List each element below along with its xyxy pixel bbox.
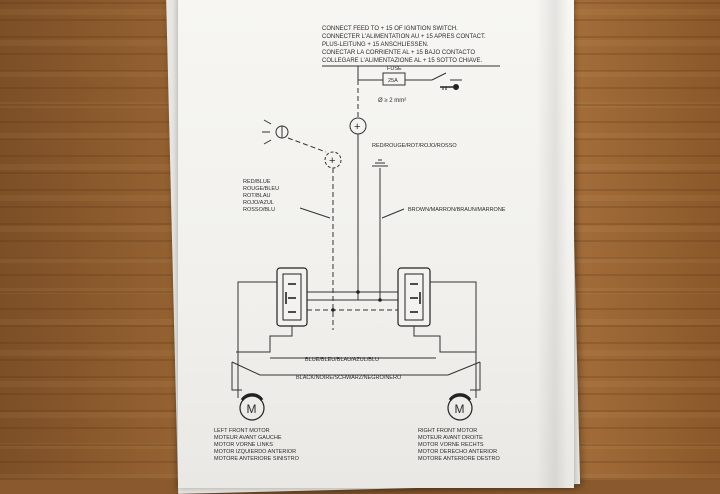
feed-circuit: FUSE 25A Ø ≥ 2 mm² bbox=[357, 66, 462, 118]
black-wire-left-link bbox=[231, 361, 261, 376]
right-motor-label-line: MOTEUR AVANT DROITE bbox=[418, 435, 483, 441]
wiring-diagram: CONNECT FEED TO + 15 OF IGNITION SWITCH.… bbox=[214, 26, 506, 462]
plus-terminal-symbol: + bbox=[354, 121, 360, 133]
right-motor-label-line: MOTORE ANTERIORE DESTRO bbox=[418, 456, 501, 462]
red-blue-label-line: ROJO/AZUL bbox=[243, 200, 274, 206]
instruction-sheet bbox=[178, 0, 574, 488]
right-motor-label-line: MOTOR DERECHO ANTERIOR bbox=[418, 449, 497, 455]
left-outer-wire bbox=[237, 281, 277, 398]
instruction-en: CONNECT FEED TO + 15 OF IGNITION SWITCH. bbox=[322, 26, 458, 32]
right-motor-icon: M bbox=[447, 393, 473, 421]
left-motor-label-line: LEFT FRONT MOTOR bbox=[214, 428, 270, 434]
red-blue-leader bbox=[299, 207, 331, 219]
paper-fold-shadow bbox=[536, 0, 568, 488]
ground-icon bbox=[372, 159, 388, 167]
instruction-text-block: CONNECT FEED TO + 15 OF IGNITION SWITCH.… bbox=[322, 26, 486, 64]
brown-wire-label: BROWN/MARRON/BRAUN/MARRONE bbox=[408, 207, 506, 213]
red-blue-label-line: ROUGE/BLEU bbox=[243, 186, 279, 192]
red-blue-label-line: RED/BLUE bbox=[243, 179, 271, 185]
left-motor-symbol: M bbox=[247, 402, 257, 416]
red-blue-wire-label: RED/BLUE ROUGE/BLEU ROT/BLAU ROJO/AZUL R… bbox=[243, 179, 279, 213]
junction-dot bbox=[378, 298, 382, 302]
ignition-key-icon bbox=[440, 84, 459, 90]
junction-dot bbox=[331, 308, 335, 312]
switch-contact bbox=[431, 72, 447, 81]
red-blue-label-line: ROT/BLAU bbox=[243, 193, 271, 199]
left-motor-label-line: MOTORE ANTERIORE SINISTRO bbox=[214, 456, 300, 462]
left-motor-label-line: MOTOR IZQUIERDO ANTERIOR bbox=[214, 449, 296, 455]
right-motor-label-line: RIGHT FRONT MOTOR bbox=[418, 428, 477, 434]
fuse-rating: 25A bbox=[388, 78, 398, 84]
brown-leader bbox=[381, 208, 405, 219]
left-blue-route bbox=[236, 326, 293, 353]
red-blue-label-line: ROSSO/BLU bbox=[243, 207, 275, 213]
right-motor-label: RIGHT FRONT MOTOR MOTEUR AVANT DROITE MO… bbox=[418, 428, 501, 462]
left-motor-label-line: MOTOR VORNE LINKS bbox=[214, 442, 273, 448]
plus-terminal: + bbox=[349, 117, 367, 135]
wire-size-spec: Ø ≥ 2 mm² bbox=[378, 98, 406, 104]
blue-wire-label: BLUE/BLEU/BLAU/AZUL/BLU bbox=[305, 357, 379, 363]
right-motor-symbol: M bbox=[455, 402, 465, 416]
instruction-it: COLLEGARE L'ALIMENTAZIONE AL + 15 SOTTO … bbox=[322, 58, 482, 64]
left-connector bbox=[276, 267, 308, 327]
black-wire-right-link bbox=[447, 361, 481, 376]
left-motor-label: LEFT FRONT MOTOR MOTEUR AVANT GAUCHE MOT… bbox=[214, 428, 300, 462]
optional-plus-terminal: + bbox=[324, 151, 342, 169]
right-motor-label-line: MOTOR VORNE RECHTS bbox=[418, 442, 484, 448]
right-blue-route bbox=[413, 326, 476, 353]
instruction-de: PLUS-LEITUNG + 15 ANSCHLIESSEN. bbox=[322, 42, 429, 48]
junction-dot bbox=[356, 290, 360, 294]
left-black-route bbox=[231, 362, 242, 391]
right-outer-wire bbox=[430, 281, 477, 398]
fuse-label: FUSE bbox=[387, 66, 402, 72]
black-wire-label: BLACK/NOIRE/SCHWARZ/NEGRO/NERO bbox=[296, 375, 402, 381]
right-connector bbox=[397, 267, 431, 327]
optional-plus-symbol: + bbox=[329, 155, 335, 167]
instruction-es: CONECTAR LA CORRIENTE AL + 15 BAJO CONTA… bbox=[322, 50, 475, 56]
red-wire-label: RED/ROUGE/ROT/ROJO/ROSSO bbox=[372, 143, 457, 149]
lamp-icon bbox=[262, 119, 289, 145]
left-motor-label-line: MOTEUR AVANT GAUCHE bbox=[214, 435, 282, 441]
right-black-route bbox=[470, 362, 481, 391]
instruction-fr: CONNECTER L'ALIMENTATION AU + 15 APRES C… bbox=[322, 34, 486, 40]
left-motor-icon: M bbox=[239, 393, 265, 421]
lamp-dashed-link bbox=[287, 137, 327, 153]
fuse-box bbox=[382, 72, 406, 86]
